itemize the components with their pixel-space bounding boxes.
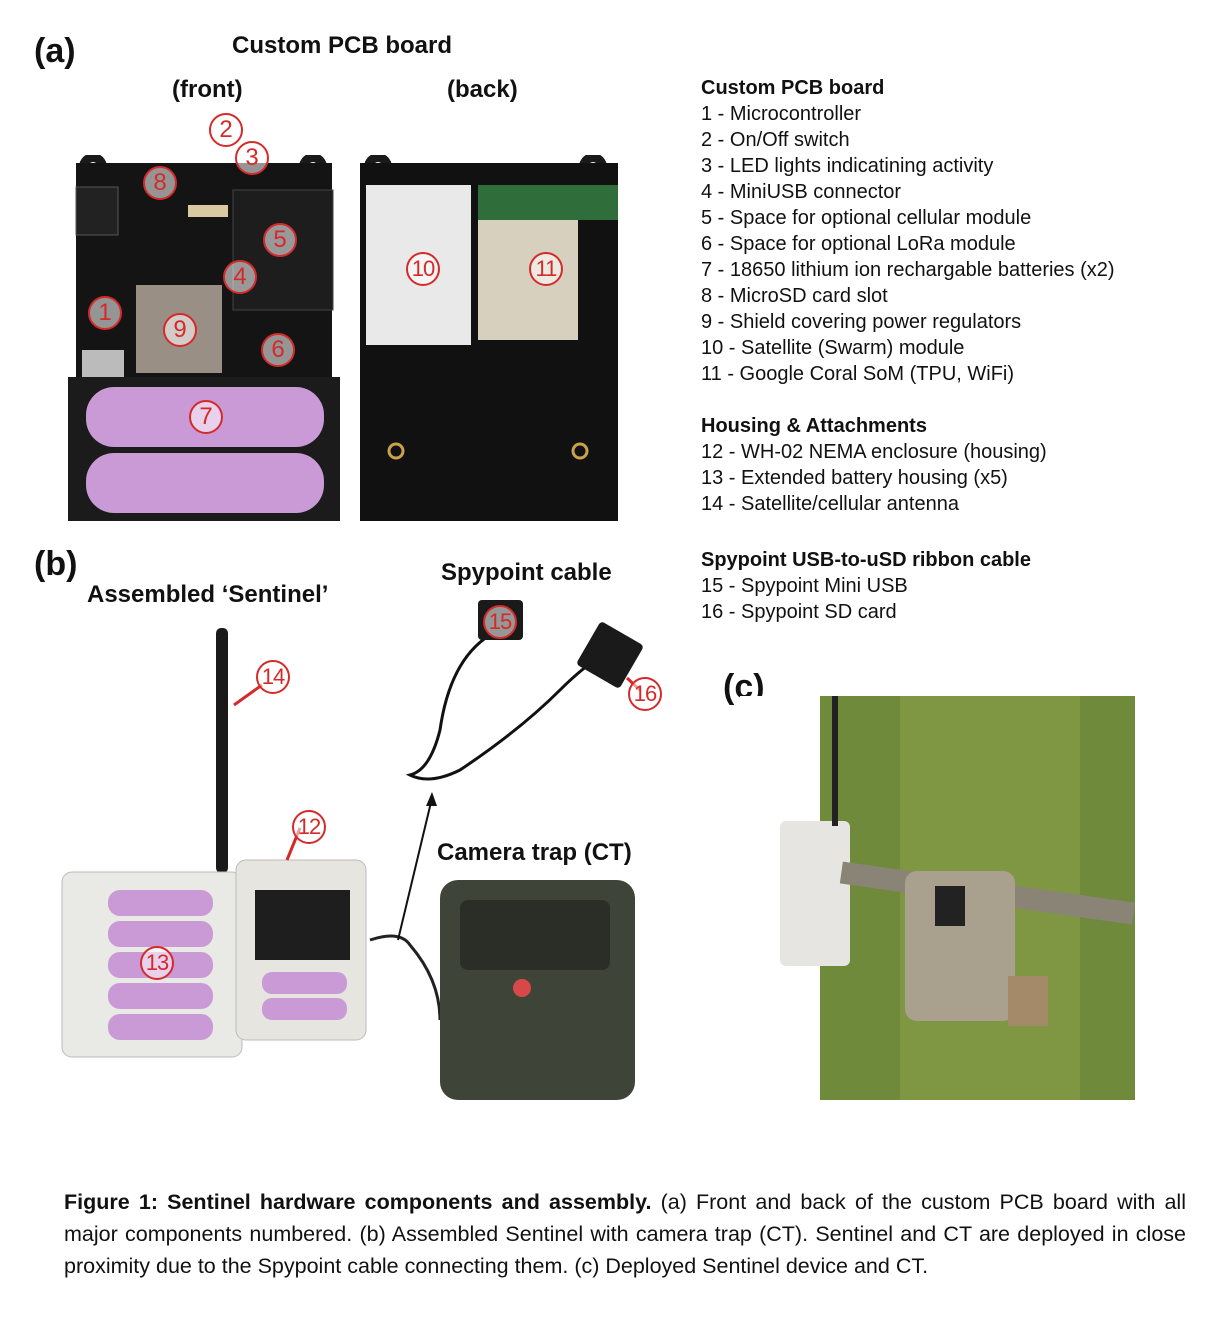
- camera-trap-label: Camera trap (CT): [437, 839, 632, 866]
- legend-item: 3 - LED lights indicatining activity: [701, 155, 994, 177]
- marker-12: 12: [292, 810, 326, 844]
- marker-15: 15: [483, 605, 517, 639]
- legend-item: 6 - Space for optional LoRa module: [701, 233, 1016, 255]
- figure-caption: Figure 1: Sentinel hardware components a…: [64, 1186, 1186, 1282]
- marker-13: 13: [140, 946, 174, 980]
- marker-9: 9: [163, 313, 197, 347]
- legend-heading: Housing & Attachments: [701, 415, 927, 437]
- marker-7: 7: [189, 400, 223, 434]
- caption-text: (a) Front and back of the custom PCB boa…: [64, 1190, 1186, 1278]
- legend-pcb: Custom PCB board 1 - Microcontroller 2 -…: [701, 75, 1115, 387]
- legend-item: 14 - Satellite/cellular antenna: [701, 493, 959, 515]
- legend-item: 5 - Space for optional cellular module: [701, 207, 1032, 229]
- legend-spypoint: Spypoint USB-to-uSD ribbon cable 15 - Sp…: [701, 547, 1031, 625]
- legend-item: 8 - MicroSD card slot: [701, 285, 888, 307]
- marker-4: 4: [223, 260, 257, 294]
- pcb-front-photo: [68, 155, 340, 521]
- legend-item: 2 - On/Off switch: [701, 129, 850, 151]
- legend-item: 16 - Spypoint SD card: [701, 601, 897, 623]
- marker-14: 14: [256, 660, 290, 694]
- legend-item: 15 - Spypoint Mini USB: [701, 575, 908, 597]
- panel-label-a: (a): [34, 32, 76, 70]
- marker-10: 10: [406, 252, 440, 286]
- panel-label-b: (b): [34, 545, 78, 583]
- pcb-back-photo: [358, 155, 620, 521]
- pcb-title: Custom PCB board: [232, 32, 453, 59]
- legend-heading: Custom PCB board: [701, 77, 885, 99]
- legend-item: 7 - 18650 lithium ion rechargable batter…: [701, 259, 1115, 281]
- legend-housing: Housing & Attachments 12 - WH-02 NEMA en…: [701, 413, 1047, 517]
- legend-item: 9 - Shield covering power regulators: [701, 311, 1022, 333]
- legend-item: 12 - WH-02 NEMA enclosure (housing): [701, 441, 1047, 463]
- marker-5: 5: [263, 223, 297, 257]
- marker-8: 8: [143, 166, 177, 200]
- legend-item: 13 - Extended battery housing (x5): [701, 467, 1008, 489]
- assembly-illustration: [61, 600, 643, 1100]
- legend-item: 4 - MiniUSB connector: [701, 181, 902, 203]
- marker-2: 2: [209, 113, 243, 147]
- marker-6: 6: [261, 333, 295, 367]
- legend-item: 1 - Microcontroller: [701, 103, 862, 125]
- deployed-photo: [740, 696, 1135, 1100]
- legend-heading: Spypoint USB-to-uSD ribbon cable: [701, 549, 1031, 571]
- marker-11: 11: [529, 252, 563, 286]
- legend-item: 11 - Google Coral SoM (TPU, WiFi): [701, 363, 1015, 385]
- spypoint-label: Spypoint cable: [441, 559, 612, 586]
- assembled-label: Assembled ‘Sentinel’: [87, 581, 329, 608]
- marker-3: 3: [235, 141, 269, 175]
- marker-16: 16: [628, 677, 662, 711]
- legend-item: 10 - Satellite (Swarm) module: [701, 337, 965, 359]
- back-label: (back): [447, 76, 518, 103]
- marker-1: 1: [88, 296, 122, 330]
- front-label: (front): [172, 76, 243, 103]
- caption-title: Figure 1: Sentinel hardware components a…: [64, 1190, 652, 1214]
